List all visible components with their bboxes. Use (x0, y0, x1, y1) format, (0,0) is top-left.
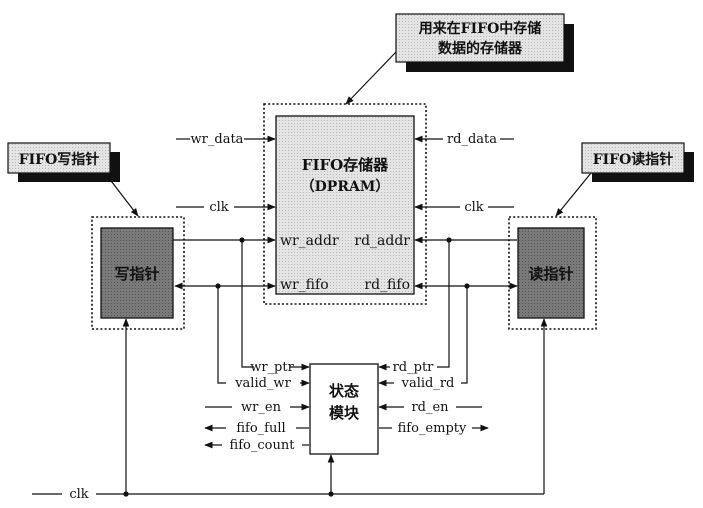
read-pointer-callout-label: FIFO读指针 (593, 151, 674, 168)
status-block (309, 363, 379, 455)
clk-bottom-signal: clk (32, 318, 548, 502)
fifo-full-signal: fifo_full (204, 421, 309, 436)
clk-right-label: clk (464, 200, 483, 215)
memory-subtitle: （DPRAM） (301, 179, 390, 195)
fifo-empty-signal: fifo_empty (379, 421, 489, 436)
read-pointer-block (517, 227, 585, 319)
wr-en-label: wr_en (241, 400, 282, 415)
memory-callout-line1: 用来在FIFO中存储 (419, 20, 542, 37)
rd-en-signal: rd_en (378, 400, 482, 415)
memory-callout: 用来在FIFO中存储 数据的存储器 (395, 13, 574, 72)
write-pointer-callout-label: FIFO写指针 (19, 151, 100, 168)
fifo-full-label: fifo_full (236, 421, 285, 436)
valid-rd-label: valid_rd (401, 376, 455, 391)
wr-data-signal: wr_data (176, 132, 276, 147)
fifo-count-label: fifo_count (230, 438, 296, 453)
valid-wr-label: valid_wr (234, 376, 291, 391)
port-wr-addr: wr_addr (280, 233, 339, 249)
wr-ptr-label: wr_ptr (250, 360, 294, 375)
clk-left-label: clk (209, 200, 228, 215)
port-wr-fifo: wr_fifo (280, 277, 329, 293)
rd-data-label: rd_data (447, 132, 497, 147)
memory-dashed-border (263, 103, 427, 305)
memory-block (275, 115, 415, 295)
memory-callout-line2: 数据的存储器 (438, 40, 523, 57)
read-callout-pointer (555, 172, 592, 217)
write-pointer-callout: FIFO写指针 (7, 142, 120, 182)
valid-wr-signal: valid_wr (217, 286, 310, 391)
memory-title: FIFO存储器 (302, 156, 389, 174)
write-pointer-block (100, 227, 174, 319)
port-rd-fifo: rd_fifo (364, 277, 410, 293)
write-callout-pointer (104, 172, 139, 217)
valid-rd-signal: valid_rd (378, 286, 468, 391)
rd-en-label: rd_en (411, 400, 449, 415)
read-pointer-callout: FIFO读指针 (581, 142, 694, 182)
wr-data-label: wr_data (191, 132, 244, 147)
wr-ptr-signal: wr_ptr (241, 240, 310, 375)
wr-en-signal: wr_en (205, 400, 310, 415)
status-label-line1: 状态 (329, 382, 359, 400)
rd-ptr-signal: rd_ptr (378, 240, 450, 375)
clk-left-signal: clk (176, 200, 276, 215)
rd-ptr-label: rd_ptr (393, 360, 435, 375)
write-pointer-label: 写指针 (114, 265, 159, 283)
clk-bottom-label: clk (69, 487, 88, 502)
read-pointer-dashed-border (508, 216, 597, 330)
port-rd-addr: rd_addr (354, 233, 410, 249)
memory-callout-pointer (345, 51, 397, 105)
write-pointer-dashed-border (91, 216, 185, 330)
fifo-empty-label: fifo_empty (398, 421, 467, 436)
rd-data-signal: rd_data (414, 132, 514, 147)
fifo-count-signal: fifo_count (204, 438, 309, 453)
clk-right-signal: clk (414, 200, 514, 215)
status-label-line2: 模块 (329, 404, 360, 422)
read-pointer-label: 读指针 (528, 265, 573, 283)
